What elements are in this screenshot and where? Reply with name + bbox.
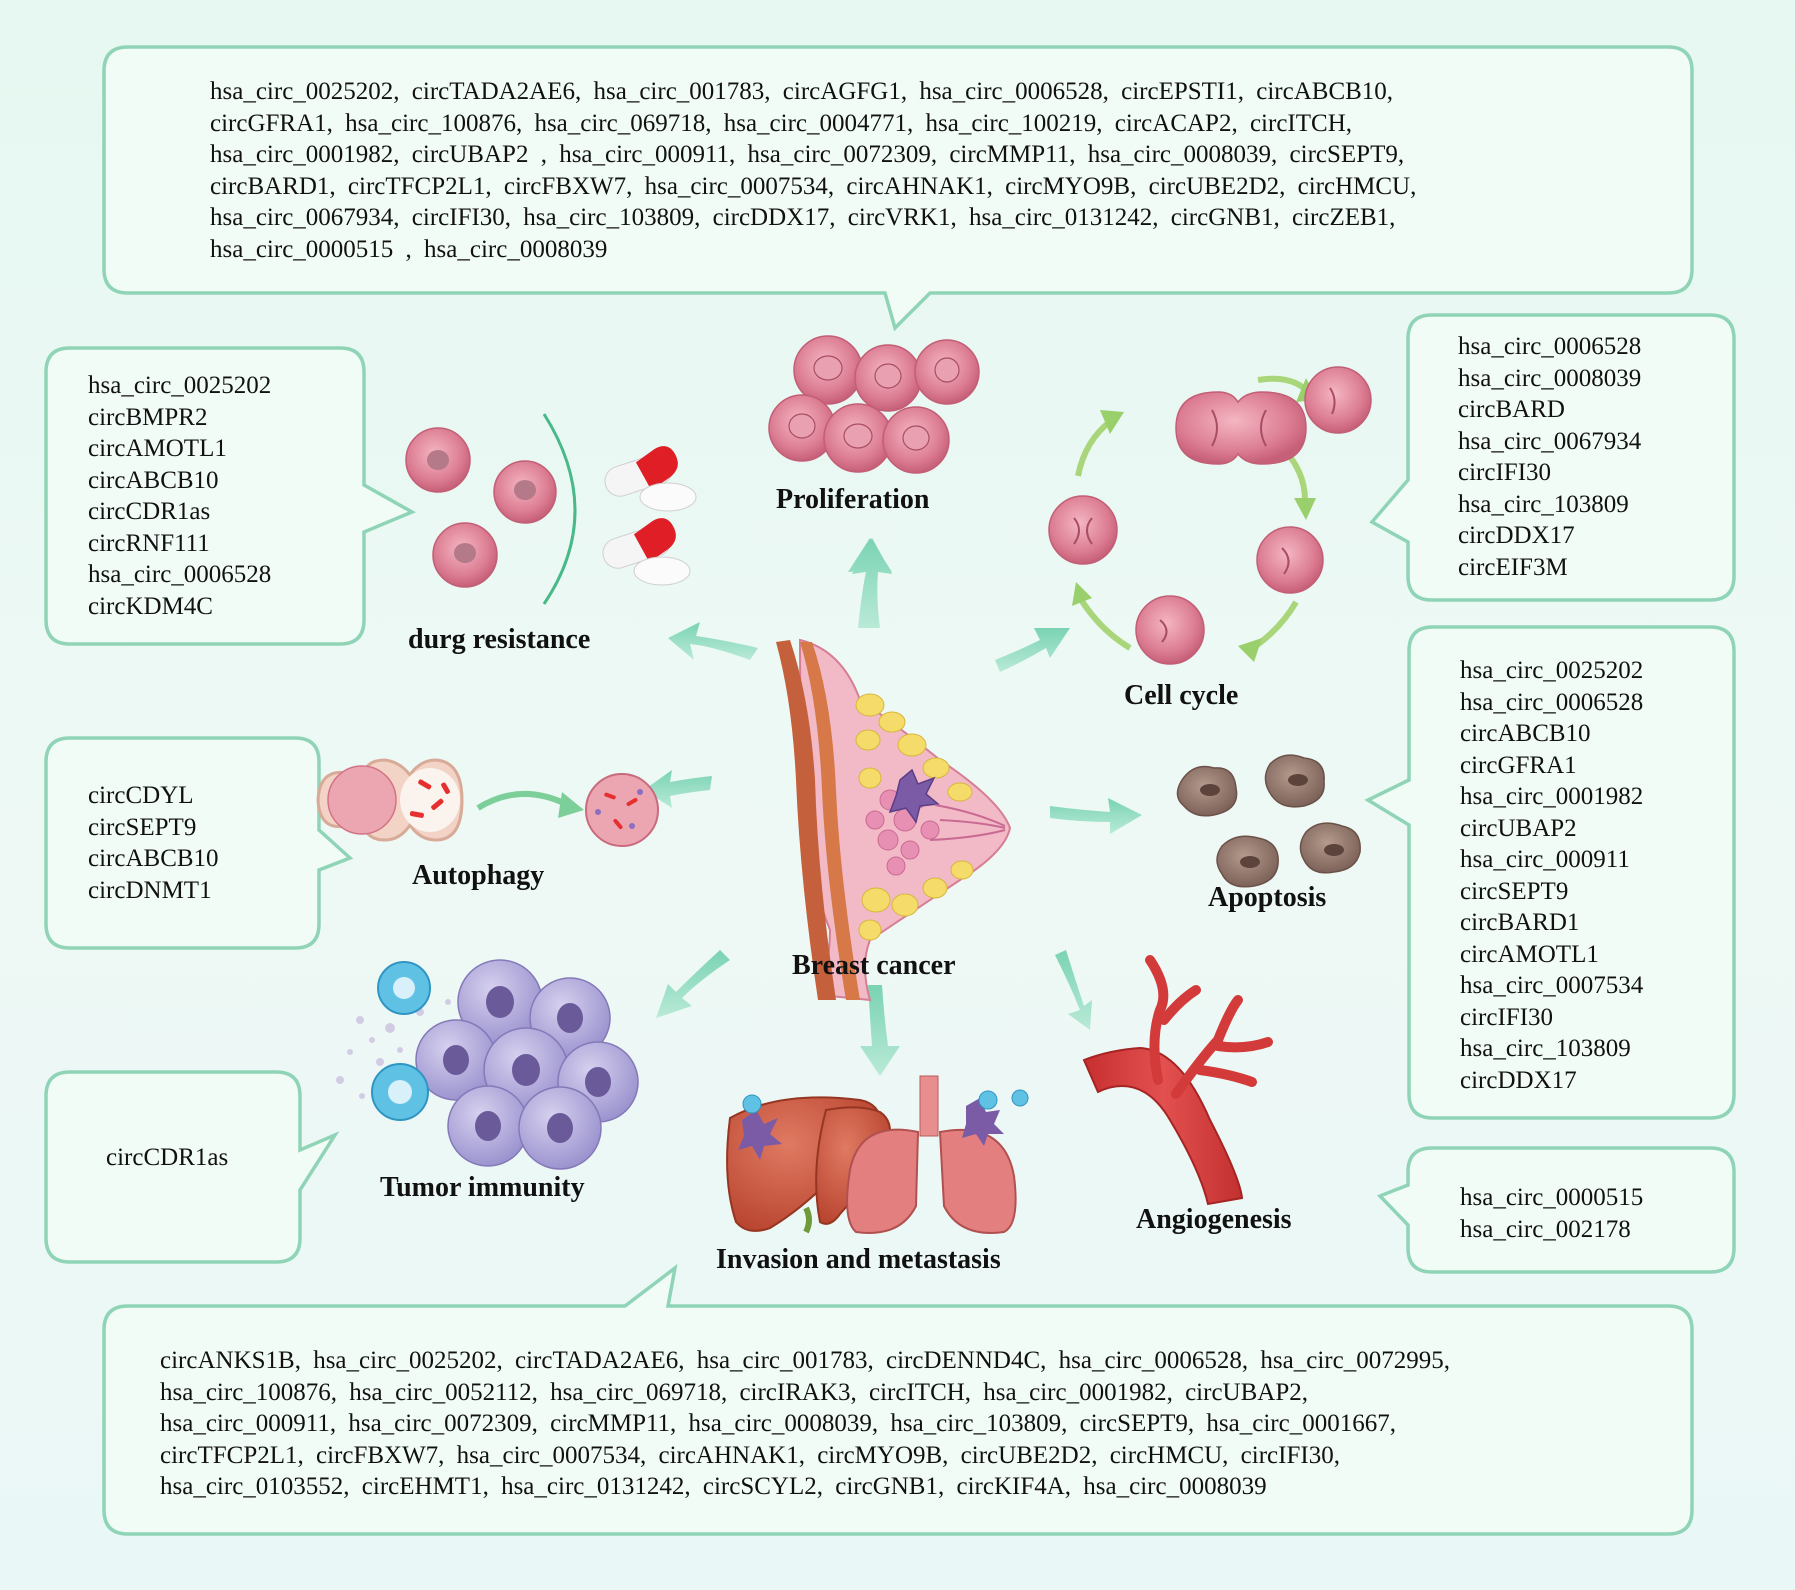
autophagy-circrna-list: circCDYL circSEPT9 circABCB10 circDNMT1 (88, 782, 219, 904)
drug-capsules (602, 446, 697, 586)
proliferating-cells-illustration (768, 335, 980, 474)
callout-tumor-immunity (44, 1070, 340, 1264)
proliferation-circrna-list: hsa_circ_0025202, circTADA2AE6, hsa_circ… (210, 78, 1417, 263)
invasion-circrna-list: circANKS1B, hsa_circ_0025202, circTADA2A… (160, 1347, 1450, 1500)
apoptosis-label: Apoptosis (1208, 882, 1327, 913)
cell-cycle-circrna-list: hsa_circ_0006528 hsa_circ_0008039 circBA… (1458, 333, 1642, 581)
liver-and-lungs-illustration (726, 1075, 1029, 1234)
callout-autophagy (44, 736, 354, 950)
autophagy-illustration (316, 758, 659, 847)
center-label: Breast cancer (792, 950, 956, 981)
tumor-immunity-illustration (336, 959, 639, 1170)
angiogenesis-label: Angiogenesis (1136, 1204, 1292, 1235)
apoptosis-circrna-list: hsa_circ_0025202 hsa_circ_0006528 circAB… (1460, 657, 1644, 1094)
tumor-immunity-circrna-list: circCDR1as (106, 1144, 229, 1171)
drug-resistance-circrna-list: hsa_circ_0025202 circBMPR2 circAMOTL1 ci… (88, 372, 272, 620)
tumor-immunity-label: Tumor immunity (380, 1172, 585, 1203)
callout-proliferation (102, 45, 1694, 332)
arrows (644, 538, 1142, 1076)
invasion-label: Invasion and metastasis (716, 1244, 1001, 1275)
callout-invasion (102, 1263, 1694, 1536)
cell-cycle-illustration (1048, 366, 1372, 665)
callout-apoptosis (1364, 625, 1736, 1120)
callout-drug-resistance (44, 346, 416, 646)
immune-cells (371, 961, 431, 1121)
callout-cell-cycle (1369, 313, 1736, 602)
blood-vessel-illustration (1082, 955, 1273, 1206)
drug-resistance-label: durg resistance (408, 624, 591, 655)
breast-anatomy-illustration (776, 638, 1012, 1002)
angiogenesis-circrna-list: hsa_circ_0000515 hsa_circ_002178 (1460, 1184, 1644, 1243)
drug-resistance-illustration (405, 413, 697, 605)
apoptotic-cells-illustration (1176, 754, 1361, 888)
autophagy-label: Autophagy (412, 860, 545, 891)
callout-angiogenesis (1376, 1146, 1736, 1274)
proliferation-label: Proliferation (776, 484, 930, 515)
cell-cycle-label: Cell cycle (1124, 680, 1239, 711)
